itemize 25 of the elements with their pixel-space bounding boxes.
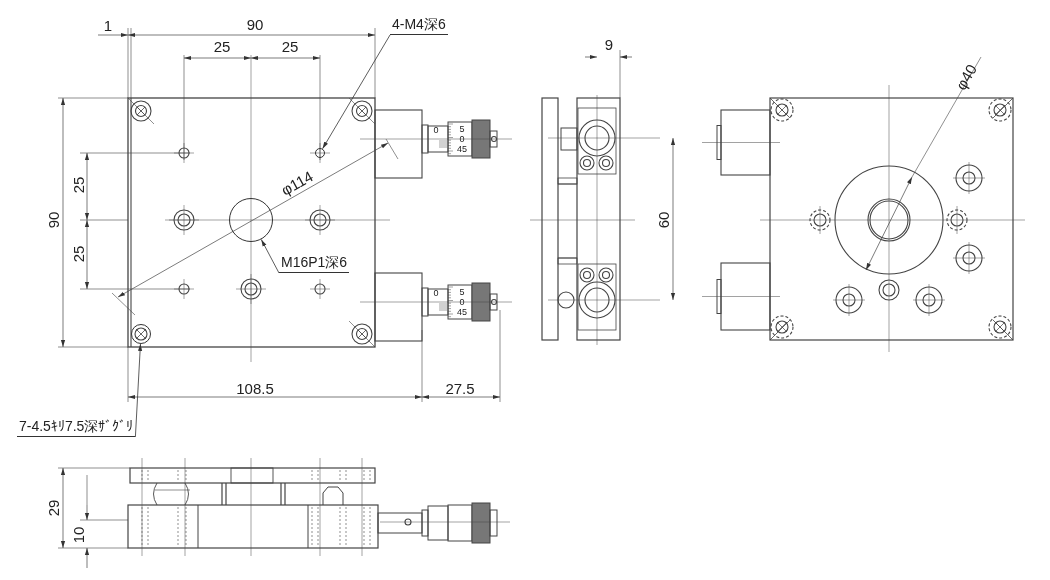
dimension-value: 27.5 — [445, 380, 475, 396]
dimension-value: 60 — [655, 211, 671, 229]
scale-number: 45 — [457, 144, 467, 154]
scale-number: 45 — [457, 307, 467, 317]
dimension-value: 25 — [70, 176, 86, 194]
scale-number: 5 — [459, 124, 465, 134]
dimension-value: 90 — [45, 211, 61, 229]
dimension-value: 90 — [246, 16, 264, 32]
dimension-value: 9 — [604, 36, 614, 52]
scale-number: 0 — [459, 134, 465, 144]
dimension-value: 108.5 — [236, 380, 274, 396]
scale-number: 0 — [459, 297, 465, 307]
scale-number: 0 — [433, 288, 439, 298]
dimension-value: 25 — [70, 245, 86, 263]
dimension-value: 10 — [70, 526, 86, 544]
dimension-value: 25 — [213, 38, 231, 54]
callout-label: 7-4.5ｷﾘ7.5深ｻﾞｸﾞﾘ — [17, 417, 136, 437]
callout-label: M16P1深6 — [279, 253, 350, 273]
callout-label: 4-M4深6 — [390, 15, 448, 35]
dimension-value: φ40 — [952, 61, 980, 93]
dimension-value: 29 — [45, 499, 61, 517]
scale-number: 0 — [433, 125, 439, 135]
scale-number: 5 — [459, 287, 465, 297]
dimension-value: 25 — [281, 38, 299, 54]
dimension-value: 1 — [103, 17, 113, 33]
